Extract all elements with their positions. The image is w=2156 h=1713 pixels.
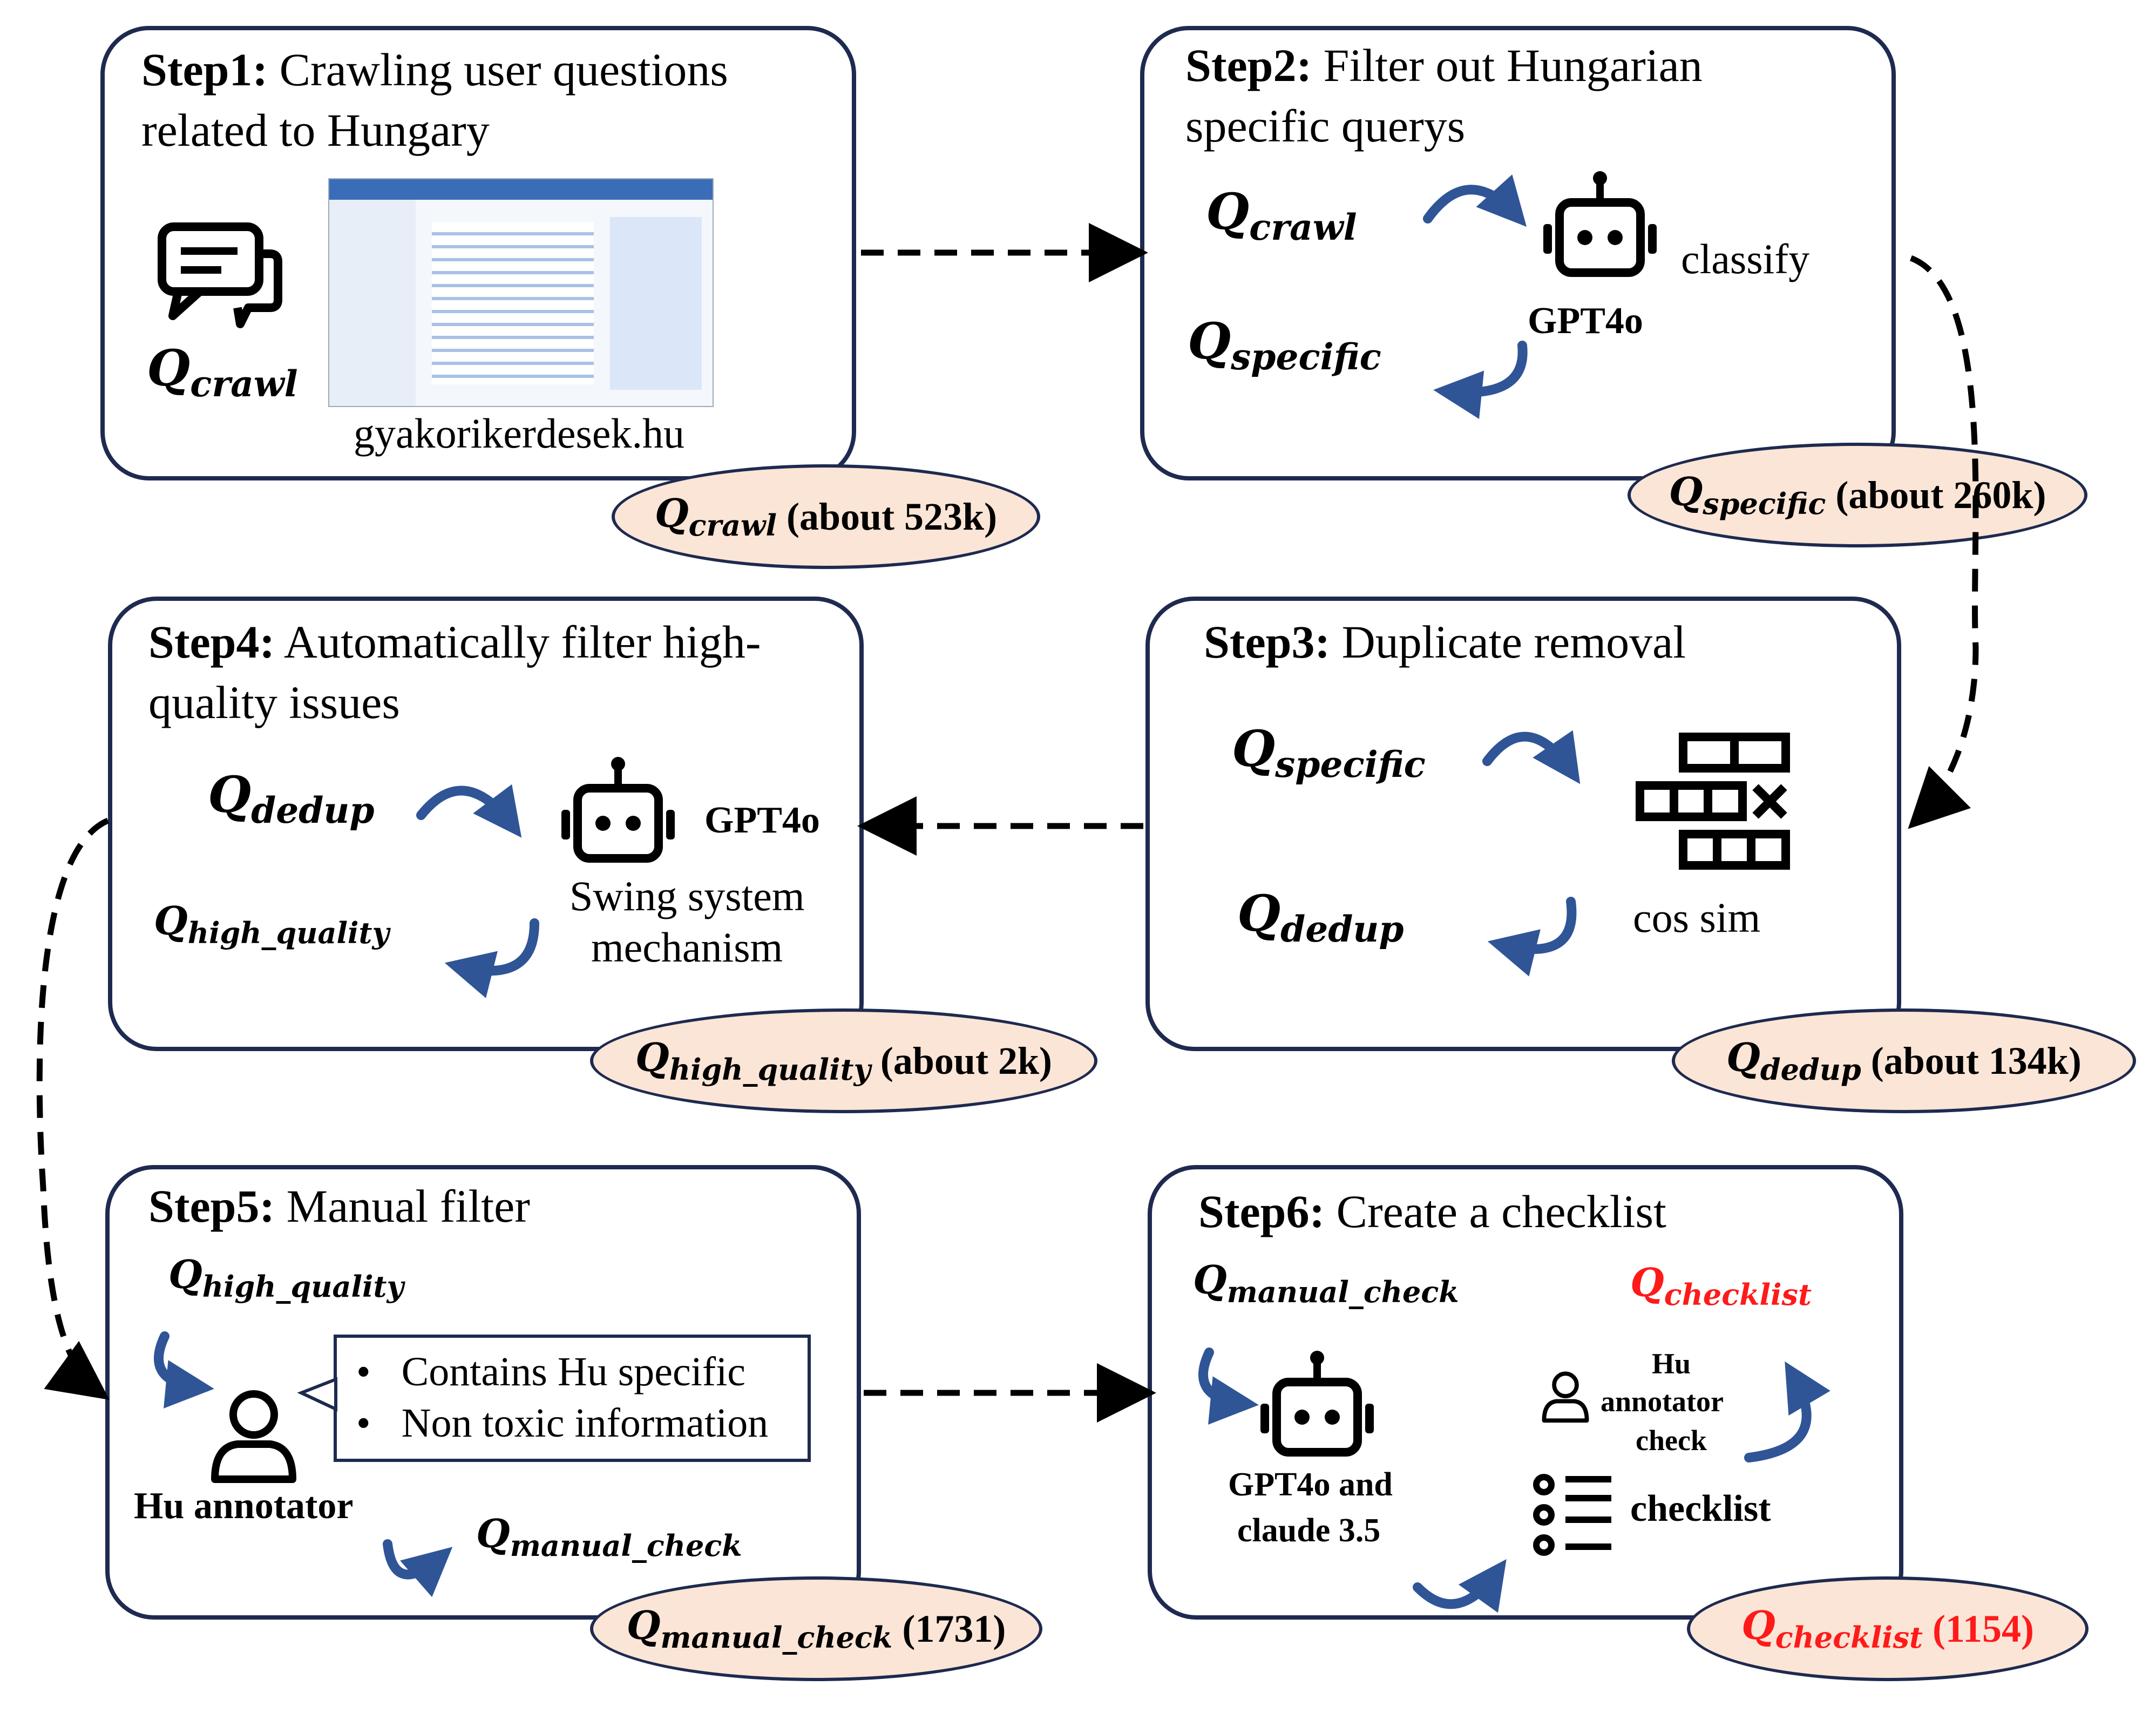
- flow-arrow-step2-to-step3: [1908, 255, 1979, 829]
- robot-icon-step4: [561, 757, 675, 858]
- criteria-item-2: • Non toxic information: [356, 1400, 769, 1446]
- step6-checklist-label: checklist: [1630, 1488, 1771, 1529]
- step6-title: Step6: Create a checklist: [1198, 1186, 1666, 1237]
- criteria-callout: • Contains Hu specific • Non toxic infor…: [334, 1335, 811, 1462]
- step6-models-line1: GPT4o and: [1228, 1466, 1393, 1503]
- curved-arrow-icon: [416, 784, 522, 838]
- step4-title: Step4: Automatically filter high-: [148, 616, 761, 668]
- step2-title: Step2: Filter out Hungarian: [1185, 39, 1703, 91]
- curved-arrow-icon: [444, 918, 539, 998]
- output-ellipse-step4: Qhigh_quality (about 2k): [590, 1008, 1097, 1113]
- step5-q-high-quality: Qhigh_quality: [168, 1251, 404, 1304]
- criteria-item-1: • Contains Hu specific: [356, 1349, 746, 1394]
- website-screenshot: [328, 178, 714, 407]
- callout-pointer: [297, 1377, 337, 1412]
- step4-mechanism-line2: mechanism: [591, 924, 783, 971]
- output-ellipse-step1: Qcrawl (about 523k): [612, 464, 1040, 569]
- flow-arrow-step4-to-step5: [36, 817, 110, 1400]
- step2-title-line2: specific querys: [1185, 100, 1466, 152]
- robot-icon-step6: [1260, 1351, 1374, 1452]
- step4-title-line2: quality issues: [148, 676, 400, 728]
- person-icon-step5: [215, 1394, 293, 1479]
- step6-models-line2: claude 3.5: [1237, 1512, 1381, 1549]
- output-ellipse-step5: Qmanual_check (1731): [590, 1576, 1042, 1681]
- step5-annotator-label: Hu annotator: [134, 1485, 354, 1527]
- step4-mechanism-line1: Swing system: [569, 872, 805, 919]
- curved-arrow-icon: [153, 1331, 214, 1409]
- curved-arrow-icon: [1198, 1348, 1259, 1425]
- step3-action: cos sim: [1633, 894, 1761, 941]
- step3-q-dedup: Qdedup: [1237, 884, 1404, 950]
- step3-title: Step3: Duplicate removal: [1204, 616, 1686, 668]
- step2-q-specific: Qspecific: [1188, 312, 1381, 378]
- step2-model: GPT4o: [1528, 300, 1643, 342]
- curved-arrow-icon: [1413, 1559, 1507, 1613]
- step6-check-line3: check: [1636, 1424, 1707, 1457]
- person-icon-step6: [1544, 1373, 1587, 1420]
- step5-q-manual-check: Qmanual_check: [476, 1511, 742, 1563]
- step6-check-line1: Hu: [1652, 1348, 1691, 1380]
- curved-arrow-icon: [1744, 1361, 1830, 1463]
- robot-icon-step2: [1543, 171, 1657, 273]
- step1-title-line2: related to Hungary: [141, 104, 490, 156]
- step3-q-specific: Qspecific: [1232, 720, 1426, 786]
- step6-check-line2: annotator: [1601, 1385, 1724, 1418]
- output-ellipse-step3: Qdedup (about 134k): [1672, 1008, 2136, 1113]
- step6-q-manual-check: Qmanual_check: [1193, 1257, 1459, 1310]
- step6-box: [1148, 1165, 1903, 1620]
- step4-q-dedup: Qdedup: [208, 766, 375, 831]
- checklist-icon: [1533, 1474, 1611, 1556]
- curved-arrow-icon: [1482, 730, 1581, 784]
- output-ellipse-step2: Qspecific (about 260k): [1628, 443, 2087, 547]
- table-dedup-icon: [1636, 733, 1790, 870]
- step5-title: Step5: Manual filter: [148, 1180, 530, 1232]
- site-caption: gyakorikerdesek.hu: [354, 410, 684, 457]
- chat-icon: [158, 222, 282, 328]
- curved-arrow-icon: [1423, 174, 1527, 227]
- step2-box: [1140, 26, 1896, 480]
- curved-arrow-icon: [1487, 897, 1577, 977]
- output-ellipse-step6: Qchecklist (1154): [1687, 1576, 2089, 1681]
- step1-title: Step1: Crawling user questions: [141, 44, 728, 96]
- step4-q-high-quality: Qhigh_quality: [154, 898, 389, 951]
- step4-model: GPT4o: [704, 800, 820, 841]
- step2-action: classify: [1681, 235, 1810, 282]
- step6-q-checklist: Qchecklist: [1630, 1260, 1812, 1312]
- curved-arrow-icon: [1433, 341, 1528, 419]
- curved-arrow-icon: [383, 1539, 453, 1597]
- step2-q-crawl: Qcrawl: [1206, 182, 1357, 248]
- step1-q-crawl: Qcrawl: [147, 339, 298, 405]
